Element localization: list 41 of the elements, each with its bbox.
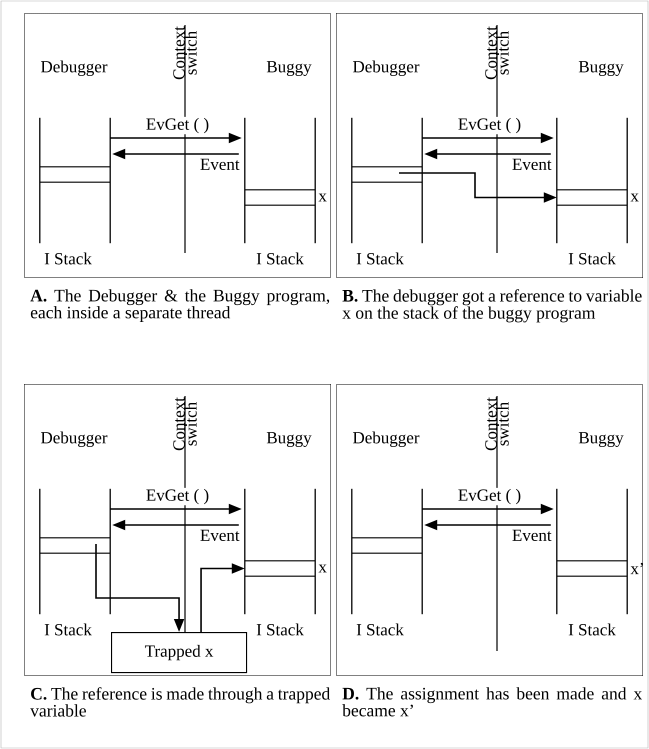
stack-label: Debugger [40,60,108,76]
axis-label: Context switch [485,397,509,450]
stack-label: I Stack [356,624,404,636]
node-label: A. The Debugger & the Buggy program, each inside a separate thread [30,289,330,322]
stack-label: I Stack [568,252,616,264]
stack-label: Buggy [266,432,312,447]
stack-label: Debugger [352,432,420,447]
stack-frame [40,537,110,554]
edge-label: EvGet ( ) [456,116,522,134]
node-label: C. The reference is made through a trapped variable [30,687,330,717]
variable-label: x’ [630,562,643,574]
stack-label: I Stack [256,624,304,636]
stack-label: I Stack [356,252,404,264]
axis-label: Context switch [173,397,197,450]
stack-label: I Stack [568,624,616,636]
stack-label: Buggy [578,432,624,447]
axis-label: Context switch [173,26,197,80]
stack-frame [40,166,110,183]
edge-label: Event [510,158,553,171]
node-label: B. The debugger got a reference to variable x on the stack of the buggy program [342,289,642,322]
stack-frame [352,166,422,183]
stack-label: Buggy [266,61,312,76]
stack-label: Buggy [578,61,624,76]
axis-label: Context switch [485,26,509,80]
edge-label: Event [510,528,553,542]
variable-box: Trapped x [111,632,248,674]
edge-label: Event [198,158,241,171]
edge-label: EvGet ( ) [456,488,522,506]
stack-label: Debugger [40,432,108,447]
edge-label: Event [198,528,241,542]
variable-label: x [318,194,327,202]
stack-label: Debugger [352,60,420,76]
edge-label: EvGet ( ) [144,488,210,506]
stack-frame [352,537,422,554]
variable-label: x [630,194,639,202]
edge-label: EvGet ( ) [144,116,210,134]
stack-label: I Stack [44,624,92,636]
node-label: D. The assignment has been made and x became x’ [342,687,642,716]
stack-label: I Stack [44,252,92,264]
variable-label: x [318,564,327,572]
stack-label: I Stack [256,252,304,264]
